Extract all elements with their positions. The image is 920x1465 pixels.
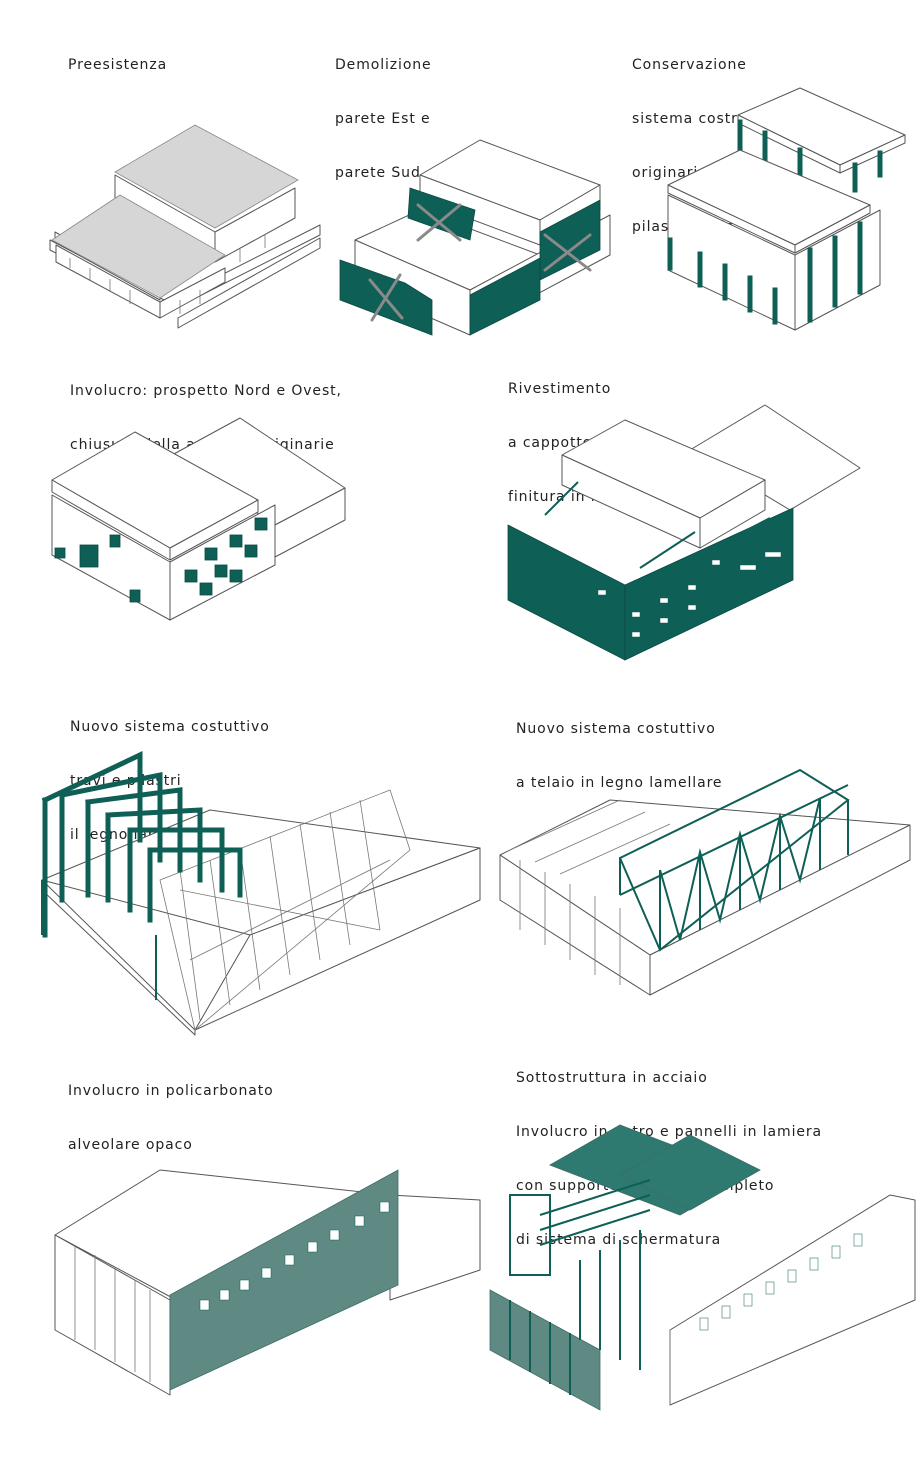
caption-preesistenza: Preesistenza — [68, 20, 167, 92]
caption-line: a telaio in legno lamellare — [516, 775, 723, 791]
caption-line: parete Est e — [335, 111, 431, 127]
caption-line: Nuovo sistema costuttivo — [70, 719, 270, 735]
caption-line: Rivestimento — [508, 381, 612, 397]
caption-line: Nuovo sistema costuttivo — [516, 721, 716, 737]
drawing-nuovo-sistema-telaio — [499, 768, 911, 996]
caption-line: Preesistenza — [68, 57, 168, 73]
caption-line: Demolizione — [335, 57, 432, 73]
caption-demolizione: Demolizione parete Est e parete Sud — [335, 20, 432, 200]
caption-line: Conservazione — [632, 57, 747, 73]
drawing-preesistenza — [49, 124, 321, 329]
drawing-involucro-prospetto — [51, 417, 346, 621]
caption-line: Involucro in policarbonato — [68, 1083, 274, 1099]
drawing-involucro-policarbonato — [54, 1169, 481, 1396]
caption-line: Involucro: prospetto Nord e Ovest, — [70, 383, 342, 399]
caption-line: parete Sud — [335, 165, 421, 181]
drawing-sottostruttura — [489, 1124, 916, 1411]
caption-nuovo-sistema-telaio: Nuovo sistema costuttivo a telaio in leg… — [516, 684, 722, 810]
caption-line: alveolare opaco — [68, 1137, 193, 1153]
caption-line: Sottostruttura in acciaio — [516, 1070, 708, 1086]
drawing-rivestimento — [507, 404, 861, 661]
drawing-demolizione — [339, 139, 611, 336]
drawing-nuovo-sistema-travi — [41, 751, 481, 1036]
caption-involucro-policarbonato: Involucro in policarbonato alveolare opa… — [68, 1046, 274, 1172]
drawing-conservazione — [667, 87, 906, 331]
